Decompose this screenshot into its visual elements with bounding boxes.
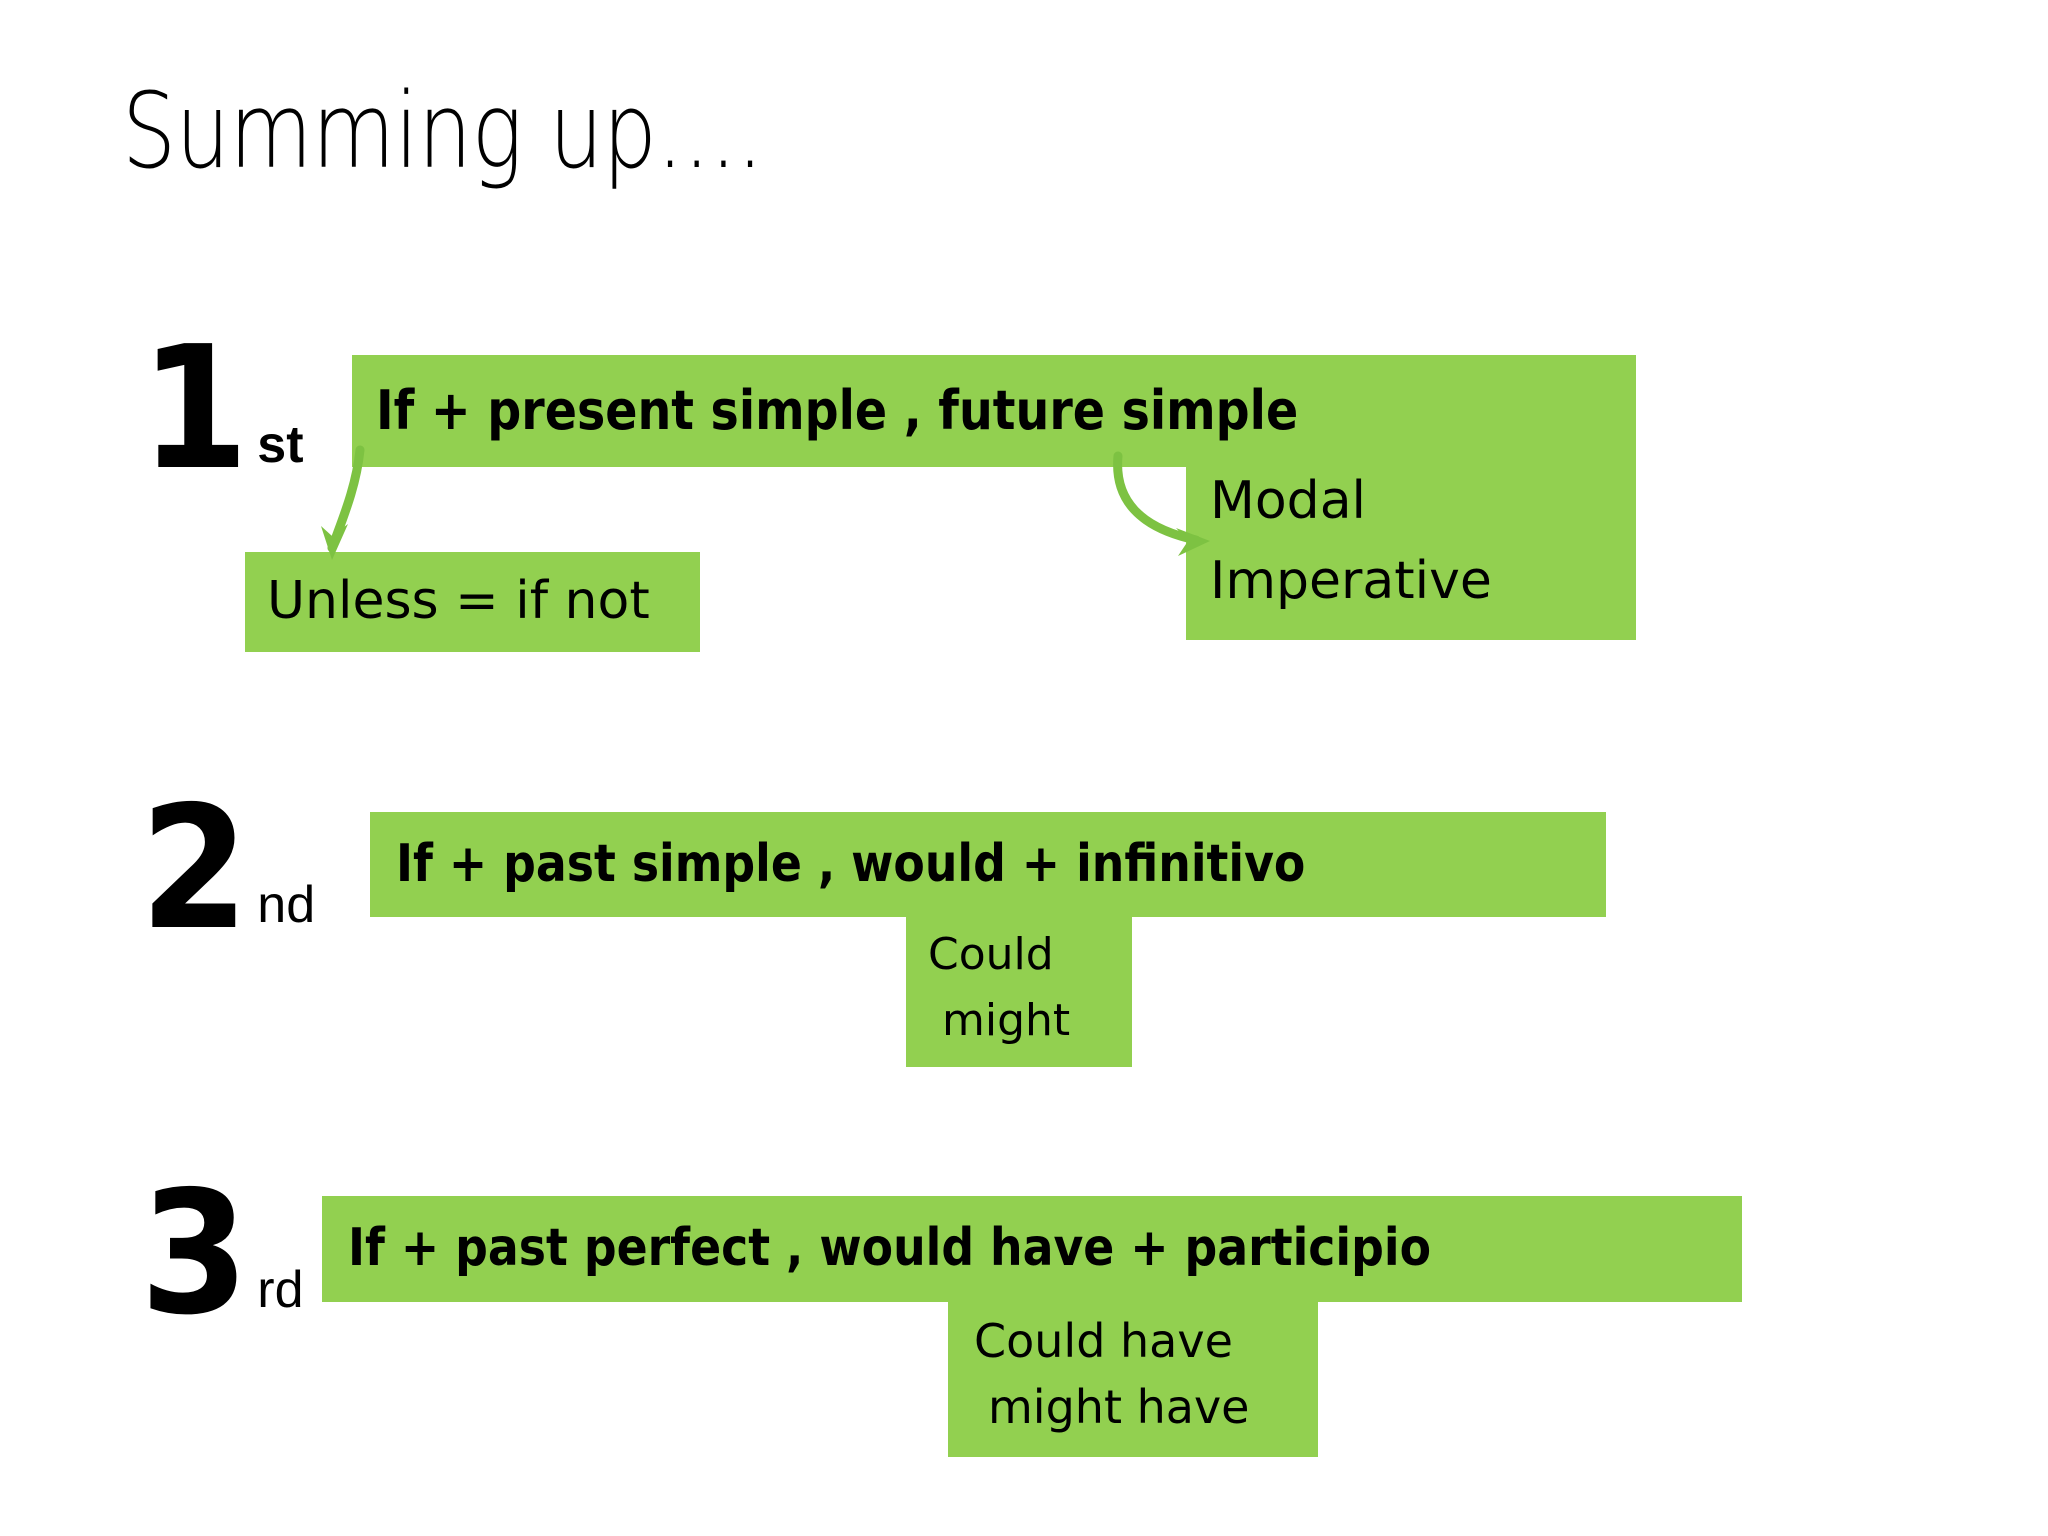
formula-bar-first-conditional: If + present simple , future simple [352, 355, 1636, 467]
note-unless-text: Unless = if not [267, 571, 650, 631]
note-modal: Modal [1210, 471, 1366, 531]
ordinal-suffix-3: rd [257, 1261, 304, 1320]
note-might-have: might have [988, 1380, 1250, 1434]
note-box-could-have-might-have: Could have might have [948, 1302, 1318, 1457]
formula-text-third: If + past perfect , would have + partici… [348, 1218, 1432, 1278]
formula-bar-second-conditional: If + past simple , would + infinitivo [370, 812, 1606, 917]
ordinal-marker-third: 3 rd [140, 1155, 304, 1353]
ordinal-number-2: 2 [140, 770, 249, 968]
ordinal-suffix-2: nd [257, 876, 316, 935]
formula-text-second: If + past simple , would + infinitivo [396, 834, 1306, 894]
formula-bar-third-conditional: If + past perfect , would have + partici… [322, 1196, 1742, 1302]
note-box-modal-imperative: Modal Imperative [1186, 455, 1636, 640]
note-might: might [942, 995, 1071, 1046]
ordinal-marker-first: 1 st [140, 310, 304, 508]
ordinal-number-3: 3 [140, 1155, 249, 1353]
ordinal-marker-second: 2 nd [140, 770, 316, 968]
note-box-could-might: Could might [906, 917, 1132, 1067]
page-title: Summing up.... [122, 70, 764, 192]
ordinal-suffix-1: st [257, 416, 304, 475]
note-box-unless: Unless = if not [245, 552, 700, 652]
note-imperative: Imperative [1210, 551, 1492, 611]
formula-text-first: If + present simple , future simple [376, 379, 1299, 442]
ordinal-number-1: 1 [140, 310, 249, 508]
note-could-have: Could have [974, 1314, 1233, 1368]
note-could: Could [928, 929, 1054, 980]
